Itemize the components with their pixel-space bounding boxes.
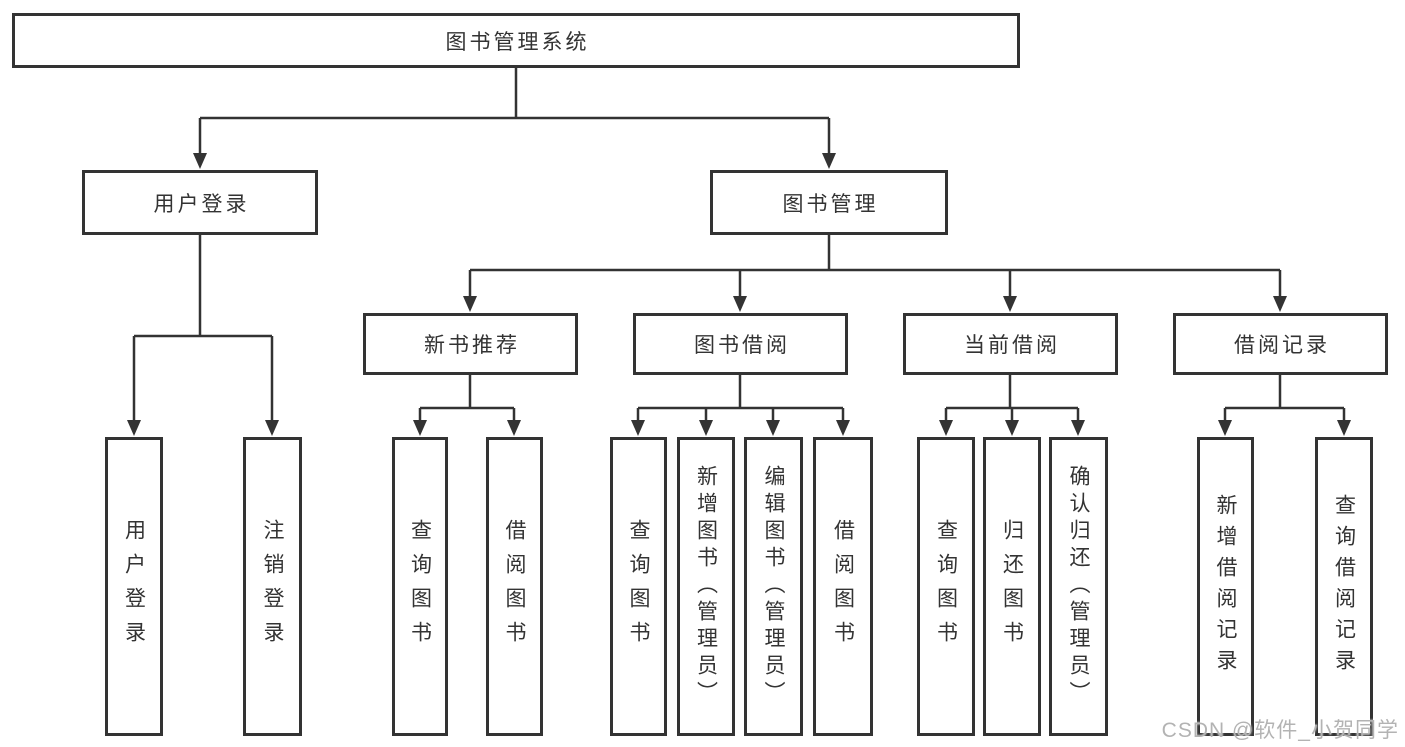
leaf-user-login: 用户登录 [105,437,163,736]
leaf-query-books-current: 查询图书 [917,437,975,736]
node-borrowing-records: 借阅记录 [1173,313,1388,375]
leaf-logout: 注销登录 [243,437,302,736]
node-current-borrowing-label: 当前借阅 [964,334,1060,357]
leaf-return-books-label: 归还图书 [1000,518,1024,655]
leaf-add-books-admin: 新增图书（管理员） [677,437,735,736]
leaf-add-borrow-record-label: 新增借阅记录 [1214,493,1237,680]
leaf-edit-books-admin: 编辑图书（管理员） [744,437,803,736]
node-book-borrowing-label: 图书借阅 [694,334,790,357]
leaf-confirm-return-admin-label: 确认归还（管理员） [1067,465,1090,708]
leaf-query-borrow-record-label: 查询借阅记录 [1332,493,1356,680]
leaf-query-books-recommend-label: 查询图书 [408,518,432,655]
leaf-confirm-return-admin: 确认归还（管理员） [1049,437,1108,736]
tree-edges [132,68,1346,423]
leaf-query-books-recommend: 查询图书 [392,437,448,736]
csdn-watermark: CSDN @软件_小贺同学 [1161,719,1399,742]
leaf-query-books-borrow-label: 查询图书 [627,518,650,655]
node-borrowing-records-label: 借阅记录 [1234,334,1330,357]
leaf-user-login-label: 用户登录 [122,518,146,655]
leaf-query-books-borrow: 查询图书 [610,437,667,736]
node-user-login: 用户登录 [82,170,318,235]
node-new-book-recommend-label: 新书推荐 [424,334,520,357]
node-new-book-recommend: 新书推荐 [363,313,578,375]
leaf-return-books: 归还图书 [983,437,1041,736]
node-book-borrowing: 图书借阅 [633,313,848,375]
leaf-borrow-books: 借阅图书 [813,437,873,736]
leaf-edit-books-admin-label: 编辑图书（管理员） [762,465,785,708]
arrowheads [127,153,1351,436]
leaf-query-borrow-record: 查询借阅记录 [1315,437,1373,736]
node-book-management: 图书管理 [710,170,948,235]
leaf-query-books-current-label: 查询图书 [934,518,958,655]
node-root-label: 图书管理系统 [445,30,590,54]
node-root: 图书管理系统 [12,13,1020,68]
node-book-management-label: 图书管理 [782,192,879,216]
leaf-borrow-books-recommend-label: 借阅图书 [503,518,526,655]
node-user-login-label: 用户登录 [153,192,250,216]
node-current-borrowing: 当前借阅 [903,313,1118,375]
leaf-add-borrow-record: 新增借阅记录 [1197,437,1254,736]
leaf-logout-label: 注销登录 [261,518,284,655]
leaf-borrow-books-recommend: 借阅图书 [486,437,543,736]
leaf-borrow-books-label: 借阅图书 [831,518,855,655]
leaf-add-books-admin-label: 新增图书（管理员） [694,465,718,708]
